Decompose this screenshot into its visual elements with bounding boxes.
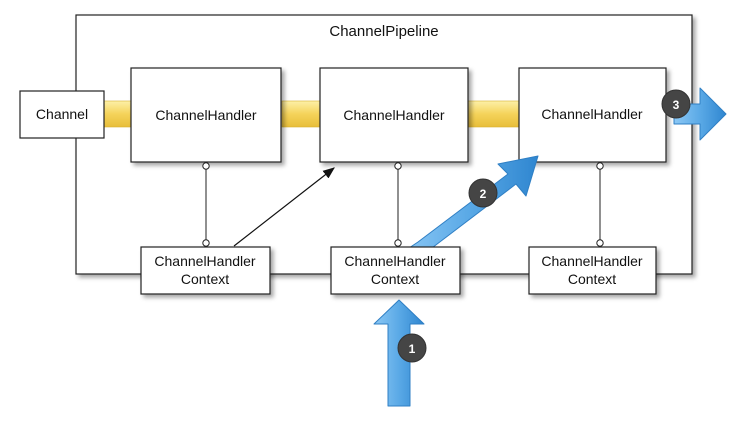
channel-handler-2-label: ChannelHandler [343, 107, 445, 123]
context-3-line1: ChannelHandler [541, 253, 643, 269]
step-badge-3 [661, 89, 691, 119]
flow-bar-handler1-to-handler2 [281, 100, 321, 128]
channel-handler-1-label: ChannelHandler [155, 107, 257, 123]
channel-handler-context-3-box [528, 246, 657, 295]
channel-handler-3-box [518, 67, 667, 163]
event-flow-arrow-2 [399, 155, 539, 255]
flow-bar-channel-to-handler1 [103, 100, 133, 128]
context-1-line2: Context [181, 271, 229, 287]
connector-3-bottom-port [596, 239, 604, 247]
event-flow-arrow-3 [673, 87, 727, 141]
connector-2-top-port [394, 162, 402, 170]
context-3-line2: Context [568, 271, 616, 287]
channel-handler-context-1-box [140, 246, 271, 295]
pipeline-label: ChannelPipeline [329, 23, 438, 40]
connector-1-bottom-port [202, 239, 210, 247]
context-2-line1: ChannelHandler [344, 253, 446, 269]
step-badge-2 [468, 178, 498, 208]
channel-handler-context-2-box [330, 246, 461, 295]
step-badge-2-number: 2 [480, 187, 487, 201]
channel-box [19, 90, 105, 139]
channel-handler-3-label: ChannelHandler [541, 106, 643, 122]
channel-label: Channel [36, 106, 88, 122]
step-badge-1 [397, 333, 427, 363]
context-2-line2: Context [371, 271, 419, 287]
connector-3-top-port [596, 162, 604, 170]
step-badge-3-number: 3 [673, 98, 680, 112]
flow-bar-handler2-to-handler3 [467, 100, 521, 128]
channel-handler-1-box [130, 67, 282, 163]
channel-handler-2-box [319, 67, 469, 163]
connector-2-bottom-port [394, 239, 402, 247]
context-to-next-handler-arrow [233, 167, 335, 247]
connector-1-top-port [202, 162, 210, 170]
context-1-line1: ChannelHandler [154, 253, 256, 269]
step-badge-1-number: 1 [409, 342, 416, 356]
